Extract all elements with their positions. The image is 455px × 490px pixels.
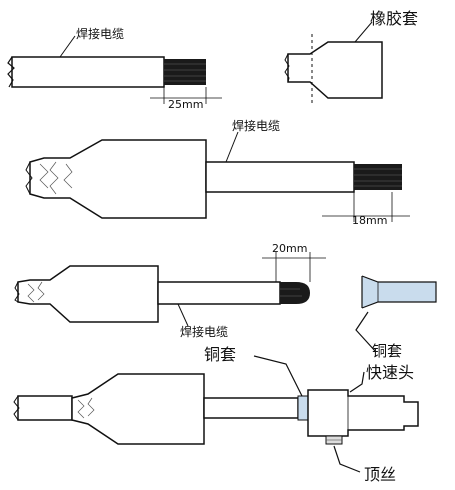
copper-sleeve-part: 铜套	[355, 275, 437, 360]
step4-final-assembly: 铜套 快速头 顶丝	[13, 345, 419, 484]
leader-cable-2	[225, 131, 239, 163]
label-welding-cable-1: 焊接电缆	[76, 26, 124, 41]
bare-wire-2	[354, 164, 402, 190]
cable-break-mark-1	[7, 56, 15, 88]
step1-stripped-cable: 焊接电缆 25mm	[7, 26, 222, 111]
step2-sleeve-on-cable: 焊接电缆 18mm	[25, 118, 410, 227]
leader-copper-sleeve-part	[355, 311, 377, 353]
label-set-screw: 顶丝	[364, 465, 396, 484]
step3-folded-wire: 焊接电缆 20mm	[14, 242, 326, 339]
cable-jacket-5	[203, 397, 299, 419]
sleeve-texture-2	[39, 161, 73, 195]
leader-set-screw	[333, 445, 361, 473]
rubber-sleeve-body	[287, 41, 383, 99]
rubber-sleeve-4	[71, 373, 205, 445]
rubber-sleeve-2	[29, 139, 207, 219]
leader-cable-1	[59, 35, 76, 58]
cable-jacket-1	[11, 56, 165, 88]
label-rubber-sleeve: 橡胶套	[370, 9, 418, 28]
dimension-20mm: 20mm	[272, 242, 307, 255]
leader-rubber-sleeve	[354, 21, 373, 43]
rubber-sleeve-part: 橡胶套	[284, 9, 418, 104]
cable-jacket-2	[205, 161, 355, 193]
leader-copper-sleeve-assembly	[253, 355, 303, 397]
label-copper-sleeve-part: 铜套	[372, 342, 402, 360]
dimension-25mm: 25mm	[168, 98, 203, 111]
cable-jacket-3	[157, 281, 281, 305]
label-welding-cable-3: 焊接电缆	[180, 324, 228, 339]
label-copper-sleeve-assembly: 铜套	[204, 345, 236, 364]
copper-sleeve-body	[361, 275, 437, 309]
label-quick-connector: 快速头	[366, 363, 414, 382]
quick-connector-body	[307, 389, 419, 437]
copper-sleeve-installed	[297, 395, 309, 421]
leader-quick-connector	[349, 371, 365, 393]
leader-cable-3	[177, 303, 189, 327]
bare-wire-1	[164, 59, 206, 85]
label-welding-cable-2: 焊接电缆	[232, 118, 280, 133]
dimension-18mm: 18mm	[352, 214, 387, 227]
folded-wire	[280, 282, 310, 304]
cable-jacket-4	[17, 395, 73, 421]
rubber-sleeve-3	[17, 265, 159, 323]
